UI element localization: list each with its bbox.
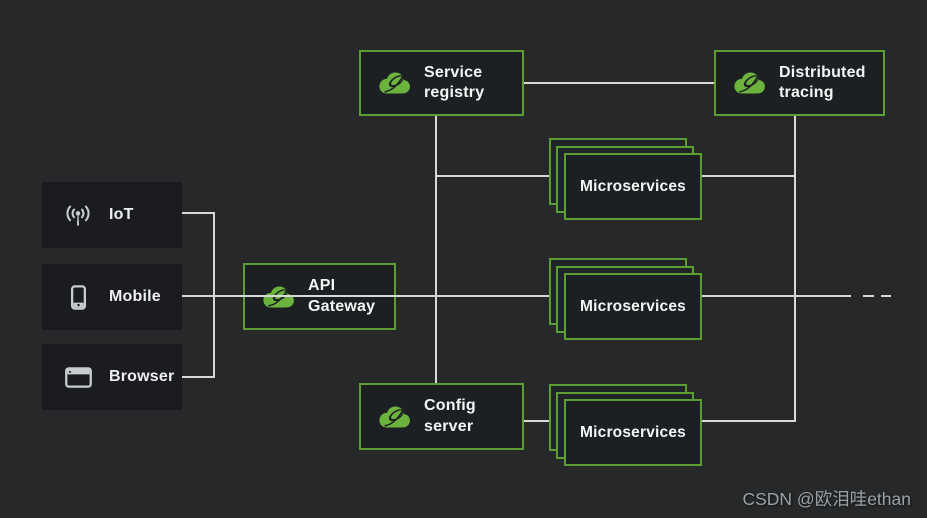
- node-label: API Gateway: [308, 277, 376, 315]
- main-bus-dash-1: [863, 295, 874, 297]
- node-label: Service registry: [424, 63, 485, 101]
- client-box-browser: Browser: [42, 344, 182, 410]
- connector-tracing-vertical: [794, 116, 796, 422]
- connector-iot: [182, 212, 215, 214]
- client-label: IoT: [109, 206, 134, 223]
- stack-label: Microservices: [580, 423, 686, 441]
- csdn-watermark: CSDN @欧泪哇ethan: [742, 489, 911, 509]
- mobile-phone-icon: [62, 284, 94, 310]
- node-label: Distributed tracing: [779, 63, 866, 101]
- service-registry-node: Service registry: [359, 50, 524, 116]
- client-label: Browser: [109, 368, 175, 385]
- browser-window-icon: [62, 366, 94, 388]
- stack-label: Microservices: [580, 297, 686, 315]
- config-server-node: Config server: [359, 383, 524, 450]
- node-label: Config server: [424, 397, 476, 435]
- client-box-mobile: Mobile: [42, 264, 182, 330]
- microservices-stack-bottom: Microservices: [549, 384, 702, 466]
- spring-cloud-logo-icon: [378, 404, 411, 430]
- microservices-stack-middle: Microservices: [549, 258, 702, 340]
- main-bus-dash-2: [881, 295, 891, 297]
- client-label: Mobile: [109, 288, 161, 305]
- stack-label: Microservices: [580, 177, 686, 195]
- connector-registry-vertical: [435, 116, 437, 384]
- microservices-stack-top: Microservices: [549, 138, 702, 220]
- spring-cloud-logo-icon: [733, 70, 766, 96]
- stack-front-card: Microservices: [564, 273, 702, 340]
- connector-registry-to-tracing: [522, 82, 716, 84]
- main-bus-line: [182, 295, 851, 297]
- stack-front-card: Microservices: [564, 399, 702, 466]
- client-box-iot: IoT: [42, 182, 182, 248]
- stack-front-card: Microservices: [564, 153, 702, 220]
- iot-antenna-icon: [62, 203, 94, 227]
- distributed-tracing-node: Distributed tracing: [714, 50, 885, 116]
- connector-browser: [182, 376, 215, 378]
- spring-cloud-logo-icon: [378, 70, 411, 96]
